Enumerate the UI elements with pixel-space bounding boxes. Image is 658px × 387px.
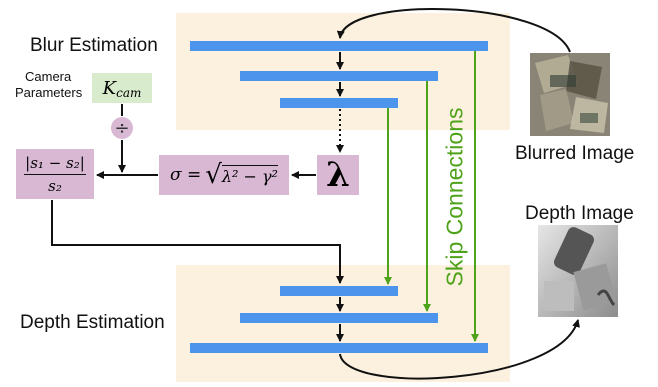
output-curve-arrow [339, 319, 580, 380]
encoder-bar-1 [190, 41, 488, 51]
camera-parameters-label-line2: Parameters [15, 85, 83, 100]
camera-parameters-label-line1: Camera [25, 69, 72, 84]
depth-image-graphic [538, 225, 618, 317]
blurred-image-label: Blurred Image [515, 143, 635, 164]
ratio-denominator: s₂ [48, 176, 62, 195]
decoder-bar-3 [190, 343, 488, 353]
input-curve-arrow [336, 8, 571, 53]
k-cam-subscript: cam [116, 86, 142, 100]
encoder-bar-3 [280, 98, 398, 108]
ratio-formula-box: |s₁ − s₂| s₂ [16, 149, 94, 199]
decoder-bar-1 [280, 286, 398, 296]
blurred-image [530, 53, 610, 136]
ratio-fraction-bar [24, 173, 86, 175]
depth-image-label: Depth Image [525, 203, 634, 224]
encoder-bar-2 [240, 71, 438, 81]
lambda-symbol: λ [326, 155, 350, 195]
blurred-image-graphic [530, 53, 610, 136]
sqrt-symbol: √ [205, 160, 222, 190]
depth-estimation-panel [176, 265, 510, 382]
ratio-to-decoder-path [51, 200, 344, 284]
decoder-bar-2 [240, 313, 438, 323]
divide-symbol: ÷ [114, 117, 130, 139]
k-cam-symbol: K [102, 77, 117, 99]
sigma-formula-box: σ = √ λ² − γ² [159, 155, 289, 195]
lambda-box: λ [317, 155, 359, 195]
sigma-lhs: σ = [170, 165, 202, 185]
divide-operator: ÷ [111, 117, 133, 139]
depth-image [538, 225, 618, 317]
blur-estimation-label: Blur Estimation [30, 35, 158, 56]
sigma-radicand: λ² − γ² [221, 164, 278, 186]
ratio-numerator: |s₁ − s₂| [25, 153, 85, 172]
depth-estimation-label: Depth Estimation [20, 312, 165, 333]
